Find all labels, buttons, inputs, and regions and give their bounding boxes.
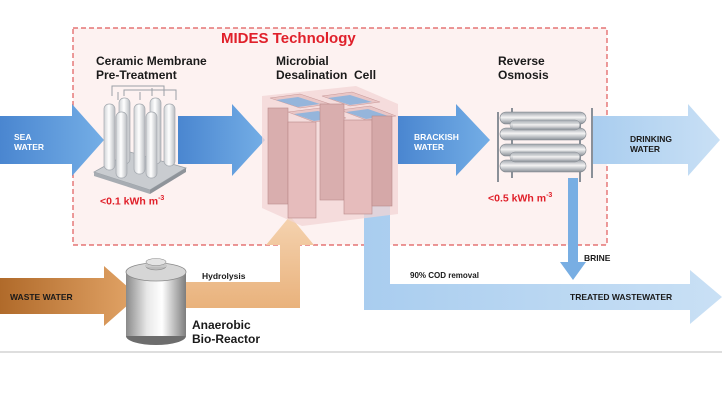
ro-label-line1: Reverse bbox=[498, 54, 545, 68]
brackish-water-line1: BRACKISH bbox=[414, 132, 459, 142]
ceramic-energy-exp: -3 bbox=[158, 195, 165, 202]
reverse-osmosis-icon bbox=[497, 108, 593, 182]
bioreactor-label-line2: Bio-Reactor bbox=[192, 332, 261, 347]
ro-energy-exp: -3 bbox=[546, 192, 553, 199]
brine-arrow bbox=[560, 178, 586, 280]
drinking-water-label: DRINKING WATER bbox=[630, 134, 672, 154]
ceramic-energy: <0.1 kWh m-3 bbox=[100, 195, 164, 208]
drinking-water-line2: WATER bbox=[630, 144, 661, 155]
hydrolysis-arrow bbox=[178, 216, 314, 308]
ceramic-energy-value: <0.1 kWh m bbox=[100, 195, 159, 208]
ro-energy-value: <0.5 kWh m bbox=[488, 192, 547, 205]
bioreactor-label: Anaerobic Bio-Reactor bbox=[192, 318, 260, 347]
ro-energy: <0.5 kWh m-3 bbox=[488, 192, 552, 205]
brackish-water-label: BRACKISH WATER bbox=[414, 132, 459, 152]
mdc-label-line1: Microbial bbox=[276, 54, 329, 68]
waste-water-arrow bbox=[0, 266, 138, 326]
ceramic-label: Ceramic Membrane Pre-Treatment bbox=[96, 54, 207, 83]
cod-removal-label: 90% COD removal bbox=[410, 271, 479, 280]
pretreated-water-arrow bbox=[178, 104, 265, 176]
sea-water-line1: SEA bbox=[14, 132, 32, 142]
bioreactor-tank-icon bbox=[125, 258, 187, 345]
ceramic-label-line1: Ceramic Membrane bbox=[96, 54, 207, 68]
ceramic-membrane-icon bbox=[92, 85, 187, 194]
brackish-water-line2: WATER bbox=[414, 142, 445, 153]
treated-wastewater-label: TREATED WASTEWATER bbox=[570, 292, 673, 302]
bioreactor-label-line1: Anaerobic bbox=[192, 318, 251, 332]
waste-water-label: WASTE WATER bbox=[10, 292, 73, 302]
brine-label: BRINE bbox=[584, 253, 611, 263]
sea-water-arrow bbox=[0, 104, 104, 176]
treated-wastewater-arrow bbox=[364, 190, 722, 324]
drinking-water-arrow bbox=[592, 104, 720, 176]
mdc-label-line2: Desalination Cell bbox=[276, 68, 377, 83]
desalination-cell-icon bbox=[262, 86, 398, 226]
hydrolysis-label: Hydrolysis bbox=[202, 271, 246, 281]
ro-label: Reverse Osmosis bbox=[498, 54, 549, 83]
drinking-water-line1: DRINKING bbox=[630, 134, 673, 144]
sea-water-label: SEA WATER bbox=[14, 132, 44, 152]
sea-water-line2: WATER bbox=[14, 142, 45, 153]
mdc-label: Microbial Desalination Cell bbox=[276, 54, 376, 83]
brackish-water-arrow bbox=[398, 104, 490, 176]
diagram-title: MIDES Technology bbox=[221, 30, 356, 47]
ro-label-line2: Osmosis bbox=[498, 68, 549, 83]
ceramic-label-line2: Pre-Treatment bbox=[96, 68, 177, 83]
